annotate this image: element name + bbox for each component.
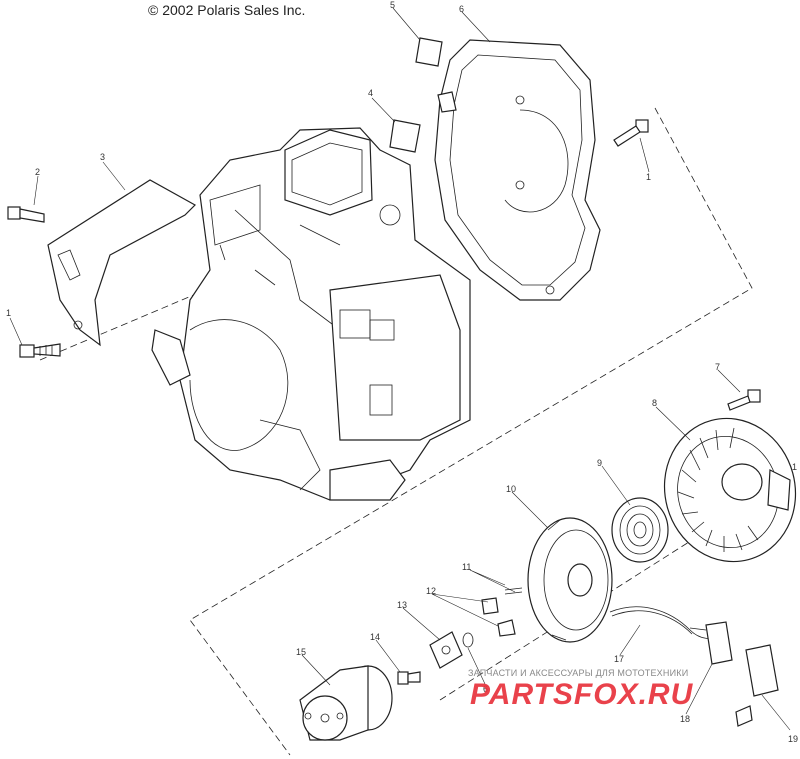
callout-14: 14	[370, 632, 380, 642]
callout-18: 18	[680, 714, 690, 724]
pawls	[481, 597, 516, 637]
callout-10: 10	[506, 484, 516, 494]
callout-2: 2	[35, 167, 40, 177]
drive-plate	[429, 631, 463, 669]
starter-handle	[689, 621, 733, 665]
callout-1-shroud-bolt: 1	[646, 172, 651, 182]
callout-11: 11	[462, 562, 471, 572]
copyright-text: © 2002 Polaris Sales Inc.	[148, 2, 306, 18]
callout-15: 15	[296, 647, 306, 657]
retaining-ring	[462, 632, 474, 648]
pawl-springs	[504, 587, 523, 595]
callout-6-retaining-ring: 6	[483, 684, 488, 694]
foam-pad-4	[389, 119, 421, 153]
leader-lines	[9, 7, 791, 731]
bolt-shroud	[613, 119, 649, 147]
watermark-logo: PARTSFOX.RU	[470, 678, 694, 711]
callout-19: 19	[788, 734, 798, 744]
center-bolt	[397, 671, 421, 685]
bolt-left-upper	[7, 206, 45, 223]
engine-block	[151, 127, 471, 501]
starter-rope	[609, 606, 721, 639]
callout-7: 7	[715, 362, 720, 372]
blower-housing-shroud	[434, 39, 601, 301]
callout-1-handle-area: 1	[792, 462, 797, 472]
watermark-tagline: ЗАПЧАСТИ И АКСЕССУАРЫ ДЛЯ МОТОТЕХНИКИ	[468, 668, 689, 678]
callout-5: 5	[390, 0, 395, 10]
recoil-spring	[611, 497, 669, 563]
heat-shield-bracket	[47, 179, 196, 347]
callout-12: 12	[426, 586, 436, 596]
callout-3: 3	[100, 152, 105, 162]
callout-labels: 1 1 1 2 3 4 5 6 6 7 8 9 10 11 12 13 14 1…	[6, 0, 798, 744]
recoil-starter-housing	[663, 417, 797, 563]
callout-17: 17	[614, 654, 624, 664]
bolt-left-lower	[19, 343, 61, 358]
rope-pulley	[527, 517, 613, 643]
handle-clip	[735, 644, 779, 727]
callout-13: 13	[397, 600, 407, 610]
callout-8: 8	[652, 398, 657, 408]
callout-1-lower-bolt: 1	[6, 308, 11, 318]
callout-9: 9	[597, 458, 602, 468]
bolt-starter-housing	[727, 389, 761, 411]
callout-4: 4	[368, 88, 373, 98]
foam-pad-5	[415, 37, 443, 67]
callout-6-shroud: 6	[459, 4, 464, 14]
starter-cup	[299, 665, 393, 741]
